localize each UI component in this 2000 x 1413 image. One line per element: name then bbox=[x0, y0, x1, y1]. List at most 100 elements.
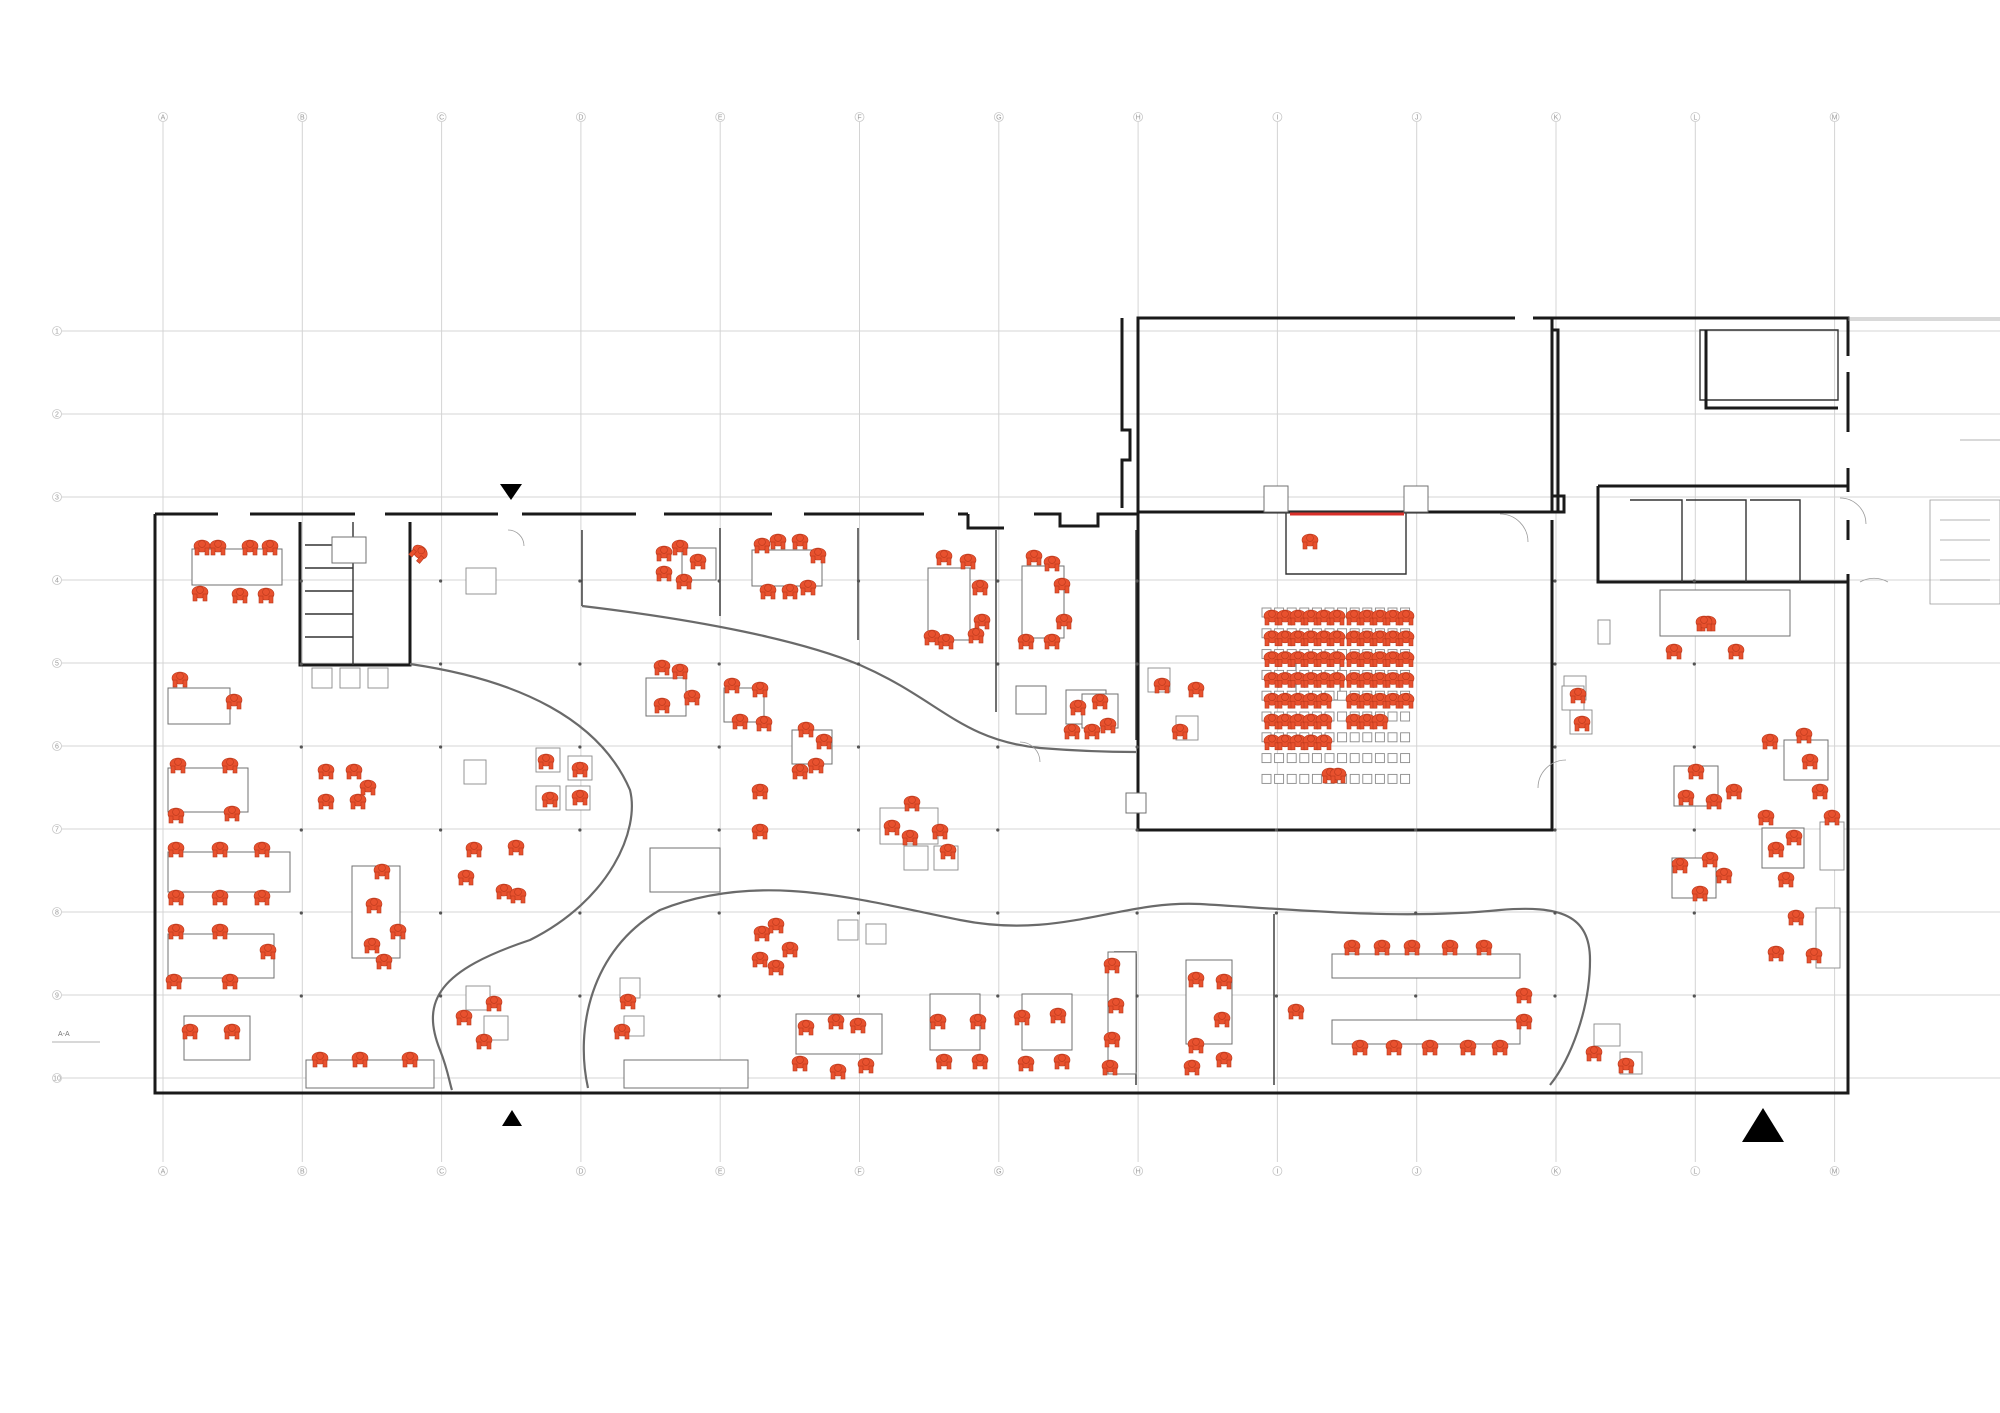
occupant bbox=[1785, 829, 1803, 846]
occupant bbox=[1358, 609, 1376, 626]
occupant bbox=[1276, 609, 1294, 626]
auditorium-seat bbox=[1337, 711, 1348, 722]
column-dot bbox=[439, 994, 443, 998]
column-dot bbox=[856, 911, 861, 915]
occupant bbox=[351, 1051, 369, 1068]
occupant bbox=[931, 823, 949, 840]
occupant bbox=[1801, 753, 1819, 770]
column-dot bbox=[578, 911, 582, 915]
occupant bbox=[1017, 633, 1035, 650]
grid-column-label: M bbox=[1832, 1169, 1838, 1176]
grid-column-label: D bbox=[578, 1169, 583, 1176]
occupant bbox=[457, 869, 475, 886]
occupant bbox=[1345, 630, 1363, 647]
occupant bbox=[753, 537, 771, 554]
occupant bbox=[791, 1055, 809, 1072]
table bbox=[167, 851, 291, 893]
column-dot bbox=[299, 828, 303, 832]
occupant bbox=[1677, 789, 1695, 806]
occupant bbox=[655, 545, 673, 562]
column-dot bbox=[717, 662, 721, 666]
occupant bbox=[257, 587, 275, 604]
occupant bbox=[967, 627, 985, 644]
occupant bbox=[253, 889, 271, 906]
occupant bbox=[485, 995, 503, 1012]
structural-columns bbox=[299, 579, 1696, 998]
grid-column-label: C bbox=[439, 115, 444, 122]
column-dot bbox=[439, 828, 443, 832]
occupant bbox=[751, 951, 769, 968]
table bbox=[927, 567, 971, 641]
furniture bbox=[167, 536, 1845, 1089]
auditorium-seat bbox=[1311, 753, 1322, 764]
lounge-chair bbox=[837, 919, 859, 941]
column-dot bbox=[299, 662, 303, 666]
occupant bbox=[1617, 1057, 1635, 1074]
occupant bbox=[1063, 723, 1081, 740]
column-dot bbox=[578, 994, 582, 998]
column-dot bbox=[1553, 911, 1557, 915]
occupant bbox=[1371, 672, 1389, 688]
occupant bbox=[359, 779, 377, 796]
occupant bbox=[655, 565, 673, 582]
occupant bbox=[181, 1023, 199, 1040]
occupant bbox=[1441, 939, 1459, 956]
table bbox=[167, 767, 249, 813]
occupant bbox=[1328, 651, 1346, 667]
grid-column-label: J bbox=[1415, 1169, 1419, 1176]
occupant bbox=[753, 925, 771, 942]
occupant bbox=[1665, 643, 1683, 660]
occupant bbox=[1777, 871, 1795, 888]
column-dot bbox=[1414, 911, 1418, 915]
occupant bbox=[903, 795, 921, 812]
occupant bbox=[1384, 630, 1402, 647]
occupant bbox=[1302, 651, 1320, 667]
table bbox=[305, 1059, 435, 1089]
occupant bbox=[1187, 971, 1205, 988]
occupant bbox=[167, 923, 185, 940]
occupant bbox=[683, 689, 701, 706]
occupant bbox=[1049, 1007, 1067, 1024]
grid-row-label: 1 bbox=[55, 329, 59, 336]
occupant bbox=[1358, 692, 1376, 709]
occupant bbox=[1569, 687, 1587, 704]
grid-column-label: K bbox=[1554, 115, 1559, 122]
occupant bbox=[1671, 857, 1689, 874]
grid-column-label: E bbox=[718, 115, 723, 122]
auditorium-seat bbox=[1374, 773, 1385, 784]
reception-counter bbox=[1659, 589, 1791, 637]
occupant bbox=[755, 715, 773, 732]
column-dot bbox=[299, 579, 303, 583]
occupant bbox=[571, 761, 589, 778]
occupant bbox=[345, 763, 363, 780]
occupant bbox=[935, 1053, 953, 1070]
occupant bbox=[221, 757, 239, 774]
occupant bbox=[1301, 533, 1319, 550]
occupant bbox=[1069, 699, 1087, 716]
grid-row-label: 5 bbox=[55, 661, 59, 668]
occupant bbox=[1276, 651, 1294, 667]
occupant bbox=[1287, 1003, 1305, 1020]
grid-row-label: 3 bbox=[55, 495, 59, 502]
occupant bbox=[1153, 677, 1171, 694]
occupant bbox=[829, 1063, 847, 1080]
occupant bbox=[1573, 715, 1591, 732]
occupant bbox=[1515, 1013, 1533, 1030]
table bbox=[167, 687, 231, 725]
occupant bbox=[939, 843, 957, 860]
lounge-chair bbox=[903, 845, 929, 871]
grid-column-label: F bbox=[857, 1169, 861, 1176]
column-dot bbox=[1135, 579, 1139, 583]
occupant bbox=[1187, 1037, 1205, 1054]
occupant bbox=[1397, 672, 1415, 688]
column-dot bbox=[1692, 994, 1696, 998]
occupant bbox=[1403, 939, 1421, 956]
occupant bbox=[1263, 713, 1281, 730]
occupant bbox=[901, 829, 919, 846]
occupant bbox=[1289, 609, 1307, 626]
occupant bbox=[923, 629, 941, 646]
occupant bbox=[1328, 672, 1346, 688]
occupant bbox=[1385, 1039, 1403, 1056]
